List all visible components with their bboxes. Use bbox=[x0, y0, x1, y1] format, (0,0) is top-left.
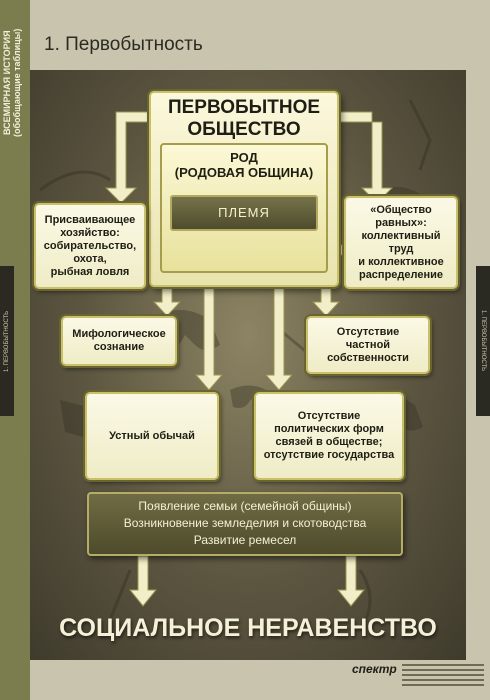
arrow-bottom-left bbox=[128, 555, 158, 607]
arrow-to-equality bbox=[338, 111, 394, 204]
arrow-to-myth bbox=[152, 286, 182, 317]
series-title: ВСЕМИРНАЯ ИСТОРИЯ (обобщающие таблицы) bbox=[2, 28, 22, 138]
diagram-poster: ПЕРВОБЫТНОЕ ОБЩЕСТВО РОД (РОДОВАЯ ОБЩИНА… bbox=[30, 70, 466, 660]
clan-box: РОД (РОДОВАЯ ОБЩИНА) ПЛЕМЯ bbox=[160, 143, 328, 273]
arrow-to-state bbox=[264, 286, 294, 391]
developments-box: Появление семьи (семейной общины) Возник… bbox=[87, 492, 403, 556]
development-item: Появление семьи (семейной общины) bbox=[138, 499, 352, 513]
primitive-society-box: ПЕРВОБЫТНОЕ ОБЩЕСТВО РОД (РОДОВАЯ ОБЩИНА… bbox=[149, 91, 339, 287]
private-property-box: Отсутствие частной собственности bbox=[306, 316, 430, 374]
oral-custom-box: Устный обычай bbox=[85, 392, 219, 480]
economy-box: Присваивающее хозяйство: собирательство,… bbox=[34, 203, 146, 289]
development-item: Развитие ремесел bbox=[193, 533, 297, 547]
page-title: 1. Первобытность bbox=[44, 34, 203, 55]
arrow-to-economy bbox=[104, 111, 150, 204]
no-state-box: Отсутствие политических форм связей в об… bbox=[254, 392, 404, 480]
footer-fine-print bbox=[402, 664, 484, 689]
social-inequality-title: СОЦИАЛЬНОЕ НЕРАВЕНСТВО bbox=[59, 614, 437, 642]
primitive-society-title: ПЕРВОБЫТНОЕ ОБЩЕСТВО bbox=[167, 97, 321, 140]
clan-label: РОД (РОДОВАЯ ОБЩИНА) bbox=[174, 150, 314, 180]
equality-box: «Общество равных»: коллективный труд и к… bbox=[344, 196, 458, 289]
arrow-bottom-right bbox=[336, 555, 366, 607]
tribe-box: ПЛЕМЯ bbox=[170, 195, 318, 231]
publisher-footer: спектр bbox=[352, 662, 487, 696]
development-item: Возникновение земледелия и скотоводства bbox=[123, 516, 367, 530]
side-tab-right: 1. ПЕРВОБЫТНОСТЬ bbox=[476, 266, 490, 416]
publisher-logo: спектр bbox=[352, 662, 397, 676]
myth-box: Мифологическое сознание bbox=[61, 316, 177, 366]
side-tab-left: 1. ПЕРВОБЫТНОСТЬ bbox=[0, 266, 14, 416]
arrow-to-property bbox=[311, 286, 341, 317]
arrow-to-oral bbox=[194, 286, 224, 391]
